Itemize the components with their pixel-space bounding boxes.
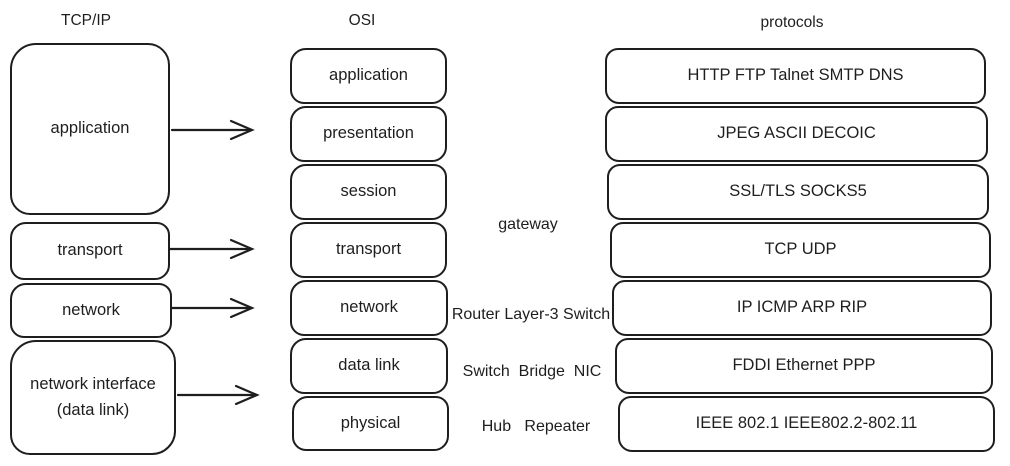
tcpip-layer-network: network	[10, 283, 172, 338]
protocols-network: IP ICMP ARP RIP	[612, 280, 992, 336]
osi-layer-session: session	[290, 164, 447, 220]
tcpip-layer-application: application	[10, 43, 170, 215]
device-label-switch-bridge-nic: Switch Bridge NIC	[462, 363, 602, 380]
protocols-physical: IEEE 802.1 IEEE802.2-802.11	[618, 396, 995, 452]
osi-layer-transport: transport	[290, 222, 447, 278]
arrow-network-interface	[176, 384, 260, 406]
protocols-application: HTTP FTP Talnet SMTP DNS	[605, 48, 986, 104]
osi-layer-network: network	[290, 280, 448, 336]
osi-layer-data-link: data link	[290, 338, 448, 394]
protocols-transport: TCP UDP	[610, 222, 991, 278]
osi-column-title: OSI	[348, 12, 376, 29]
protocols-column-title: protocols	[760, 14, 824, 31]
tcpip-column-title: TCP/IP	[61, 12, 111, 29]
arrow-transport	[168, 238, 255, 260]
osi-layer-physical: physical	[292, 396, 449, 451]
tcpip-layer-transport: transport	[10, 222, 170, 280]
tcpip-layer-network-interface: network interface (data link)	[10, 340, 176, 455]
arrow-application	[170, 119, 255, 141]
osi-layer-application: application	[290, 48, 447, 104]
protocols-data-link: FDDI Ethernet PPP	[615, 338, 993, 394]
device-label-hub-repeater: Hub Repeater	[481, 418, 591, 435]
osi-layer-presentation: presentation	[290, 106, 447, 162]
protocols-presentation: JPEG ASCII DECOIC	[605, 106, 988, 162]
protocols-session: SSL/TLS SOCKS5	[607, 164, 989, 220]
arrow-network	[170, 297, 255, 319]
device-label-router: Router Layer-3 Switch	[451, 306, 611, 323]
device-label-gateway: gateway	[498, 216, 558, 233]
